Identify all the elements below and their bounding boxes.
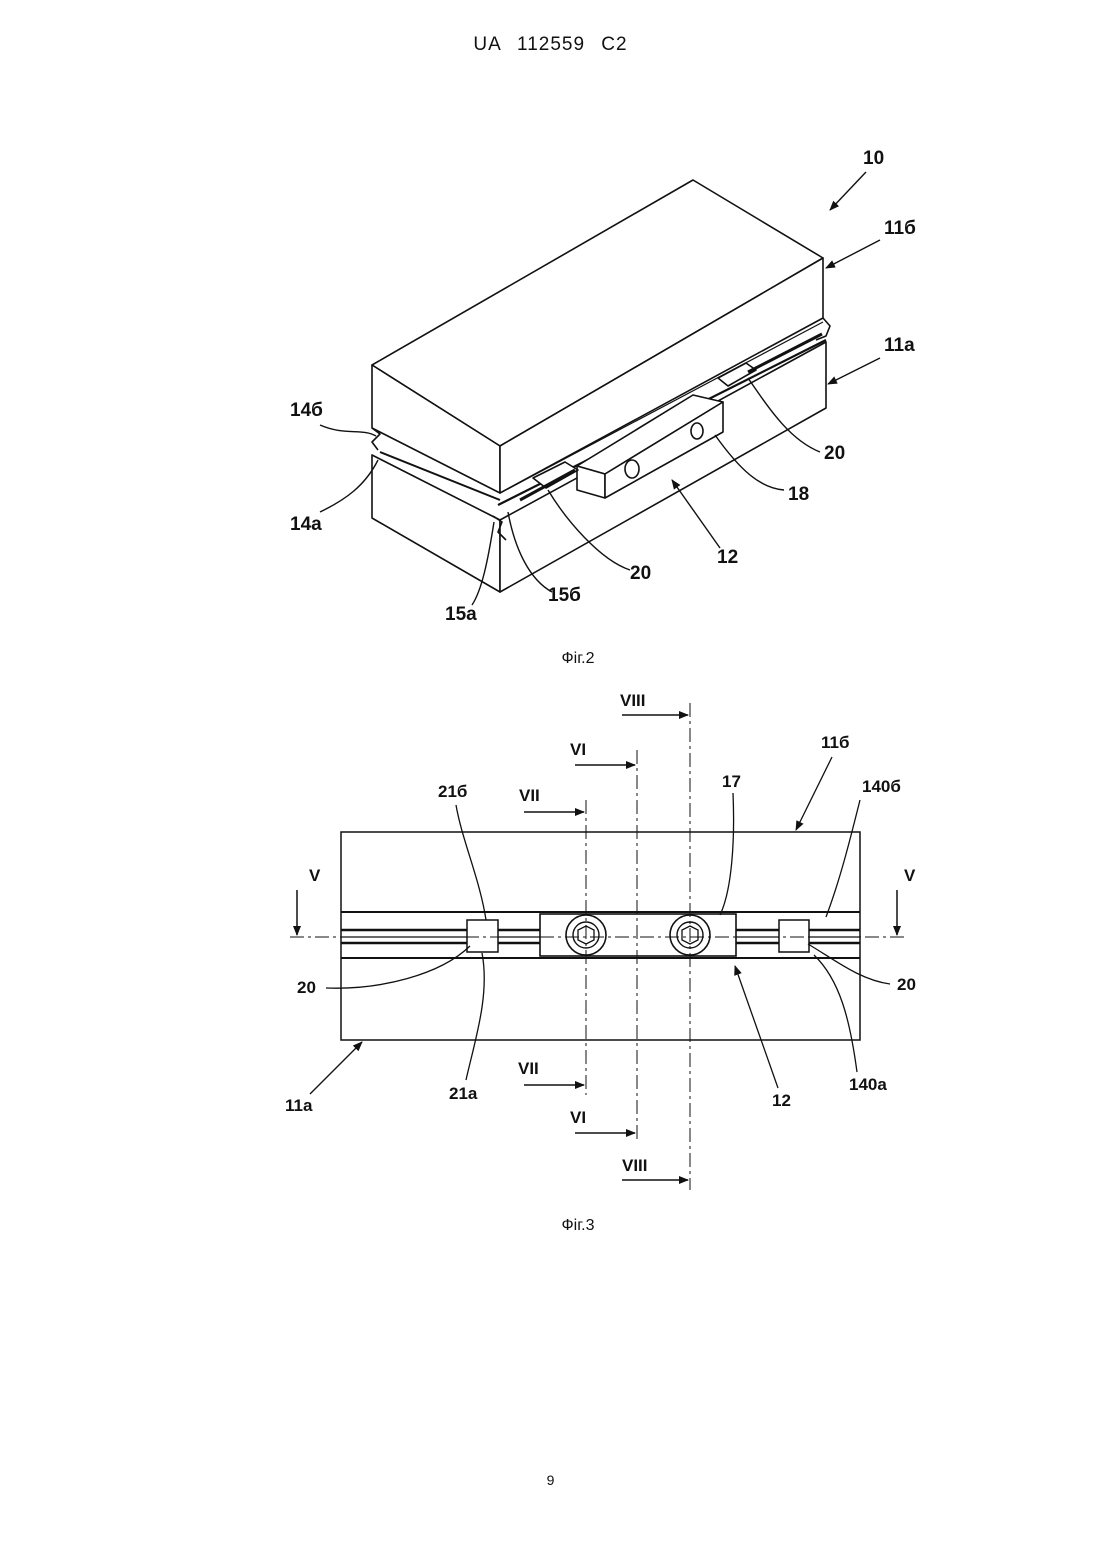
label-20-right-fig3: 20 [897,975,916,994]
leader-11a [828,358,880,384]
label-VIII-bottom: VIII [622,1156,648,1175]
label-11b-fig3: 11б [821,733,849,752]
figure-2-caption: Фіг.2 [0,650,1101,668]
figure-3-caption: Фіг.3 [0,1217,1101,1235]
label-20-left: 20 [630,563,651,584]
label-21a: 21а [449,1084,478,1103]
page-number: 9 [0,1472,1101,1488]
leader-10 [830,172,866,210]
leader-12 [672,480,720,548]
label-VII-bottom: VII [518,1059,539,1078]
label-14a: 14а [290,514,322,535]
label-12: 12 [717,547,738,568]
label-11b: 11б [884,218,916,239]
clamp-plan [540,914,736,956]
label-VII-top: VII [519,786,540,805]
label-21b: 21б [438,782,467,801]
leader-14a [320,460,378,512]
leader-11b-fig3 [796,757,832,830]
label-140a: 140а [849,1075,887,1094]
key-21 [467,920,498,952]
label-12-fig3: 12 [772,1091,791,1110]
label-VI-bottom: VI [570,1108,586,1127]
label-V-right: V [904,866,916,885]
label-20-left-fig3: 20 [297,978,316,997]
label-VI-top: VI [570,740,586,759]
label-140b: 140б [862,777,901,796]
label-15b: 15б [548,585,581,606]
label-20-right: 20 [824,443,845,464]
figure-2-perspective [372,180,830,592]
label-14b: 14б [290,400,323,421]
leader-11b [826,240,880,268]
key-20-right [779,920,809,952]
label-15a: 15а [445,604,477,625]
leader-14b [320,425,376,436]
label-11a: 11а [884,335,915,356]
label-V-left: V [309,866,321,885]
label-VIII-top: VIII [620,691,646,710]
label-10: 10 [863,148,884,169]
leader-11a-fig3 [310,1042,362,1094]
label-11a-fig3: 11а [285,1096,313,1115]
label-18: 18 [788,484,809,505]
label-17: 17 [722,772,741,791]
